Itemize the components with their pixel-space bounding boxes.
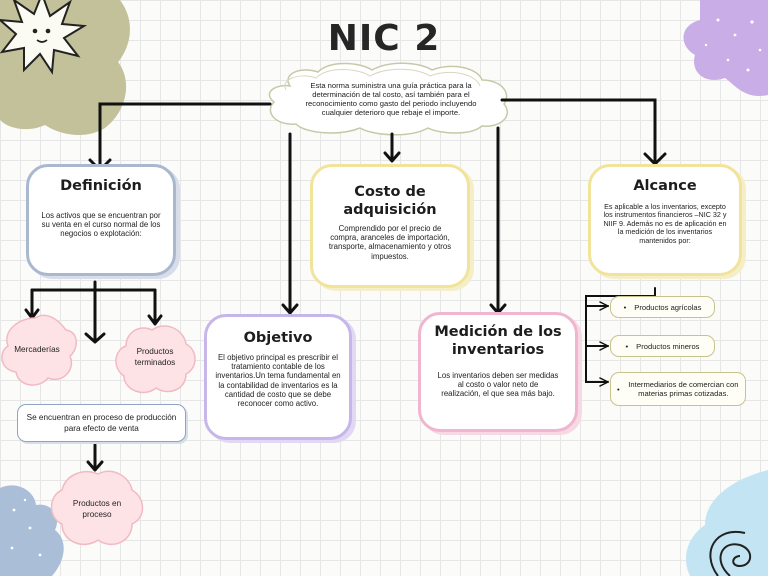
objetivo-title: Objetivo — [243, 330, 313, 346]
alcance-card: Alcance Es aplicable a los inventarios, … — [588, 164, 742, 276]
process-text: Se encuentran en proceso de producción p… — [26, 413, 177, 433]
lilac-flower-icon — [683, 0, 768, 97]
medicion-body: Los inventarios deben ser medidas al cos… — [437, 371, 559, 399]
alcance-body: Es aplicable a los inventarios, excepto … — [603, 202, 727, 245]
alcance-item-3-label: Intermediarios de comercian con materias… — [628, 380, 739, 398]
page-title: NIC 2 — [327, 18, 441, 59]
intro-cloud-shape — [268, 62, 509, 136]
alcance-item-2-label: Productos mineros — [636, 341, 700, 351]
alcance-item-3: •Intermediarios de comercian con materia… — [610, 372, 746, 406]
productos-terminados-blob — [115, 325, 196, 394]
productos-proceso-blob — [50, 470, 144, 545]
alcance-item-2: •Productos mineros — [610, 335, 715, 357]
objetivo-body: El objetivo principal es prescribir el t… — [215, 353, 341, 409]
sun-icon — [0, 0, 88, 75]
medicion-card: Medición de los inventarios Los inventar… — [418, 312, 578, 432]
connector-lines — [30, 98, 657, 470]
productos-terminados-label: Productos terminados — [134, 347, 176, 367]
mercaderias-blob — [1, 314, 77, 386]
alcance-item-1: •Productos agrícolas — [610, 296, 715, 318]
definicion-card: Definición Los activos que se encuentran… — [26, 164, 176, 276]
definicion-body: Los activos que se encuentran por su ven… — [41, 211, 161, 239]
costo-title: Costo de adquisición — [343, 184, 437, 218]
medicion-title: Medición de los inventarios — [434, 324, 562, 358]
mercaderias-label: Mercaderías — [14, 345, 60, 354]
process-box: Se encuentran en proceso de producción p… — [17, 404, 186, 442]
costo-body: Comprendido por el precio de compra, ara… — [328, 224, 452, 261]
intro-text: Esta norma suministra una guía práctica … — [305, 81, 477, 117]
productos-proceso-label: Productos en proceso — [72, 499, 122, 519]
alcance-item-1-label: Productos agrícolas — [634, 302, 702, 312]
sky-swirl-icon — [685, 470, 768, 576]
definicion-title: Definición — [60, 178, 142, 194]
blue-flower-icon — [0, 485, 64, 576]
objetivo-card: Objetivo El objetivo principal es prescr… — [204, 314, 352, 440]
alcance-title: Alcance — [633, 178, 697, 194]
costo-card: Costo de adquisición Comprendido por el … — [310, 164, 470, 288]
